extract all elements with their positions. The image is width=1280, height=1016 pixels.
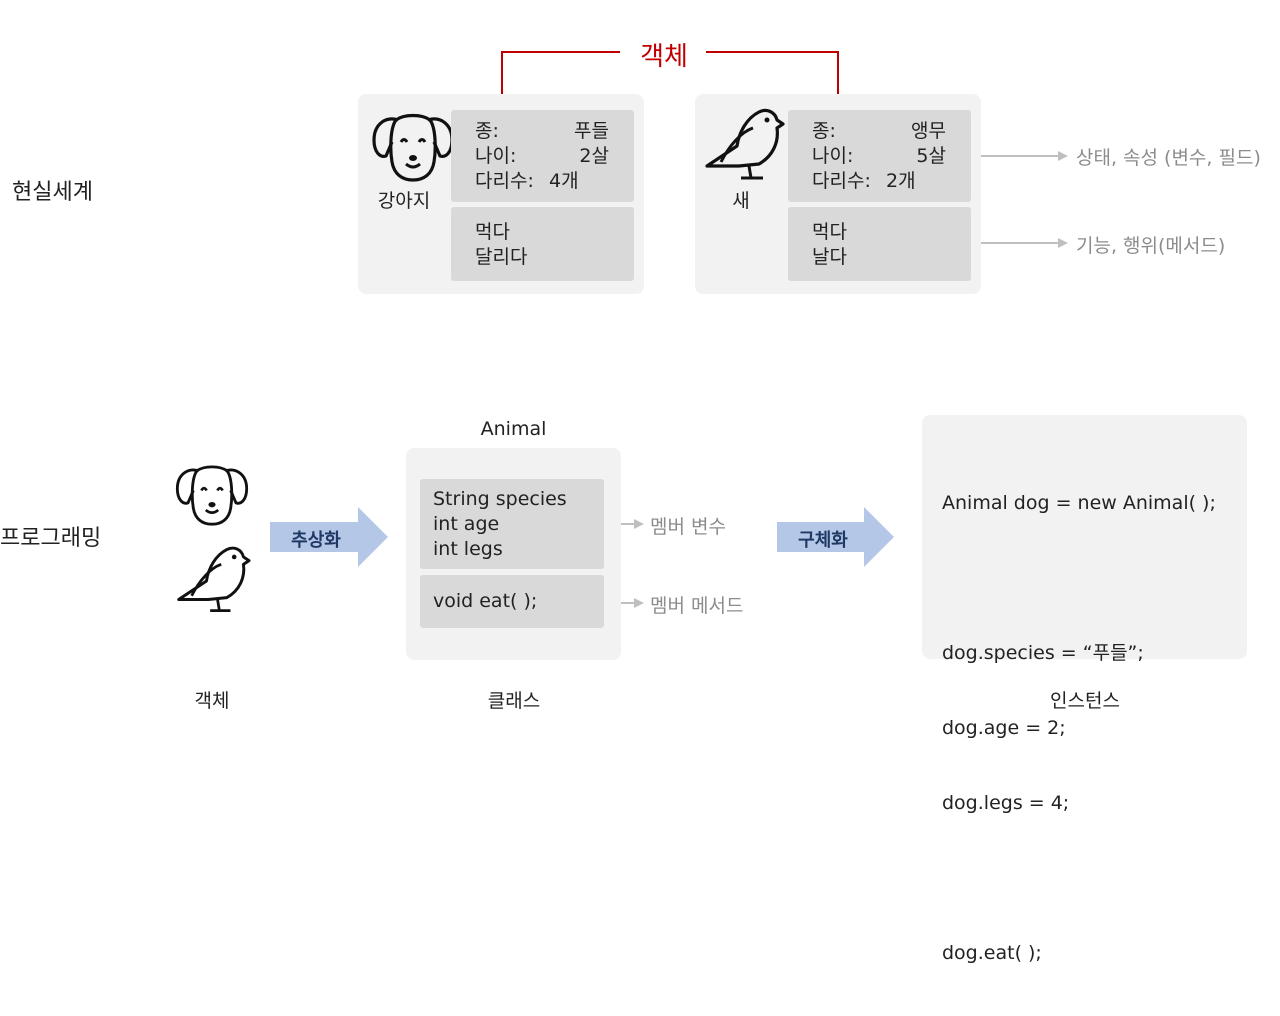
dog-attr-species: 종:푸들 [475,120,609,142]
bird-attributes-cell: 종:앵무 나이:5살 다리수:2개 [788,110,971,202]
caption-object: 객체 [194,690,230,712]
abstraction-label: 추상화 [291,530,341,551]
dog-attributes-cell: 종:푸들 나이:2살 다리수:4개 [451,110,634,202]
dog-object-panel: 강아지 종:푸들 나이:2살 다리수:4개 먹다 달리다 [358,94,644,294]
bird-icon-small [177,546,251,612]
code-line [942,566,1216,591]
connector-layer [270,51,1068,608]
bird-object-panel: 새 종:앵무 나이:5살 다리수:2개 먹다 날다 [695,94,981,294]
class-methods-cell: void eat( ); [420,575,604,628]
abstraction-arrow [270,507,388,567]
instance-code: Animal dog = new Animal( ); dog.species … [942,441,1216,1016]
dog-method-run: 달리다 [475,246,528,268]
dog-icon-small [175,465,249,526]
member-method-arrowhead [634,598,644,608]
caption-class: 클래스 [487,690,541,712]
bird-name: 새 [732,190,750,212]
concretization-arrow [777,507,894,567]
field-species: String species [433,488,567,510]
class-name: Animal [480,418,547,440]
code-line: dog.species = “푸들”; [942,642,1144,664]
method-eat: void eat( ); [433,590,538,612]
dog-attr-age: 나이:2살 [475,145,609,167]
dog-name: 강아지 [377,190,431,212]
member-var-label: 멤버 변수 [650,516,726,538]
caption-instance: 인스턴스 [1050,690,1120,712]
real-world-label: 현실세계 [12,180,93,205]
bird-attr-legs: 다리수:2개 [812,170,916,192]
member-method-label: 멤버 메서드 [650,595,744,617]
bird-method-eat: 먹다 [812,221,847,243]
concretization-label: 구체화 [798,530,848,551]
object-bracket-right [706,51,839,94]
code-line: dog.legs = 4; [942,792,1070,814]
instance-panel: Animal dog = new Animal( ); dog.species … [922,415,1247,964]
code-line: dog.age = 2; [942,717,1066,739]
bird-attr-age: 나이:5살 [812,145,946,167]
object-title: 객체 [640,42,688,72]
field-legs: int legs [433,538,503,560]
dog-methods-cell: 먹다 달리다 [451,207,634,281]
bird-icon [705,108,785,180]
dog-attr-legs: 다리수:4개 [475,170,579,192]
object-bracket-left [501,51,620,94]
class-panel: String species int age int legs void eat… [406,448,621,660]
state-arrowhead [1058,151,1068,161]
code-line: dog.eat( ); [942,942,1042,964]
programming-label: 프로그래밍 [0,526,102,551]
bird-method-fly: 날다 [812,246,847,268]
member-var-arrowhead [634,519,644,529]
code-line [942,866,1216,891]
code-line: Animal dog = new Animal( ); [942,492,1216,514]
field-age: int age [433,513,500,535]
dog-icon [372,113,454,182]
state-label: 상태, 속성 (변수, 필드) [1076,147,1261,169]
bird-attr-species: 종:앵무 [812,120,946,142]
behavior-arrowhead [1058,238,1068,248]
dog-method-eat: 먹다 [475,221,510,243]
bird-methods-cell: 먹다 날다 [788,207,971,281]
class-fields-cell: String species int age int legs [420,479,604,569]
behavior-label: 기능, 행위(메서드) [1076,235,1226,257]
